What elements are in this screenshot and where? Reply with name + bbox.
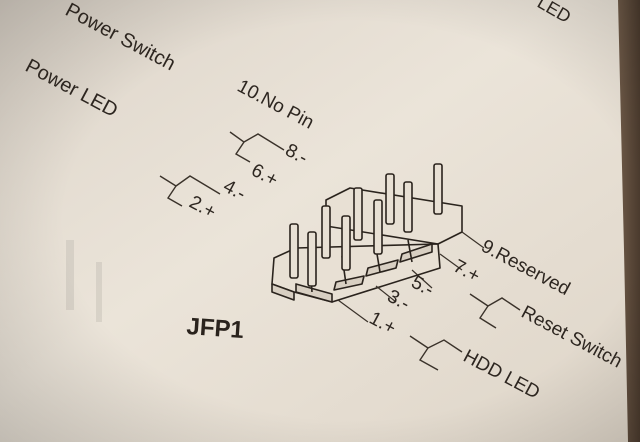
pin-3 (289, 223, 299, 279)
pin-7 (341, 215, 351, 271)
pin-2 (321, 205, 331, 259)
label-jfp1: JFP1 (186, 313, 245, 344)
pin-4 (353, 187, 363, 241)
bracket-power-led (159, 175, 221, 207)
bracket-power-switch (229, 131, 285, 163)
leader-lines (337, 231, 485, 323)
jfp1-header-diagram (271, 163, 463, 303)
pin-8 (403, 181, 413, 233)
bleed-through-marks (66, 240, 102, 322)
pin-6 (385, 173, 395, 225)
pin-9 (373, 199, 383, 255)
pin-10 (433, 163, 443, 215)
bracket-reset-switch (469, 293, 521, 329)
bracket-hdd-led (409, 335, 463, 371)
pin-5 (307, 231, 317, 287)
